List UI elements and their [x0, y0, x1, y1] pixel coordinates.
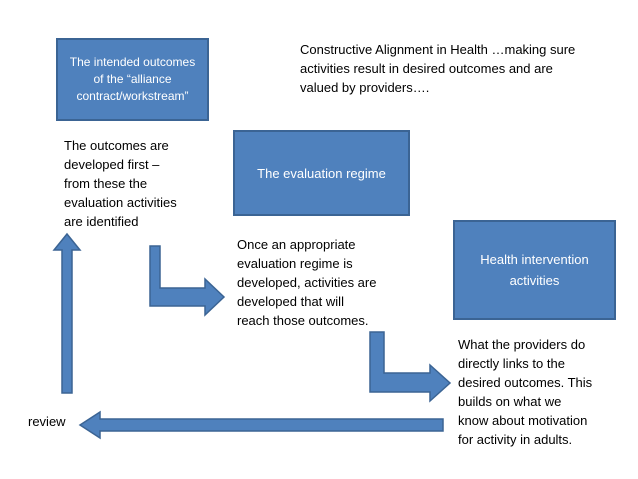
intended-outcomes-box: The intended outcomes of the “alliance c…	[56, 38, 209, 121]
outcomes-first-note: The outcomes are developed first – from …	[64, 138, 177, 229]
health-intervention-label: Health intervention activities	[480, 252, 589, 288]
evaluation-regime-box: The evaluation regime	[233, 130, 410, 216]
providers-note: What the providers do directly links to …	[458, 337, 593, 447]
evaluation-regime-label: The evaluation regime	[257, 165, 386, 181]
diagram-title: Constructive Alignment in Health …making…	[300, 42, 576, 95]
up-arrow	[52, 232, 82, 394]
evaluation-developed-note: Once an appropriate evaluation regime is…	[237, 237, 377, 328]
health-intervention-box: Health intervention activities	[453, 220, 616, 320]
bent-arrow-1	[149, 245, 226, 317]
intended-outcomes-label: The intended outcomes of the “alliance c…	[69, 55, 196, 103]
bent-arrow-2	[369, 331, 452, 403]
review-arrow	[78, 410, 444, 440]
review-label: review	[28, 414, 66, 429]
